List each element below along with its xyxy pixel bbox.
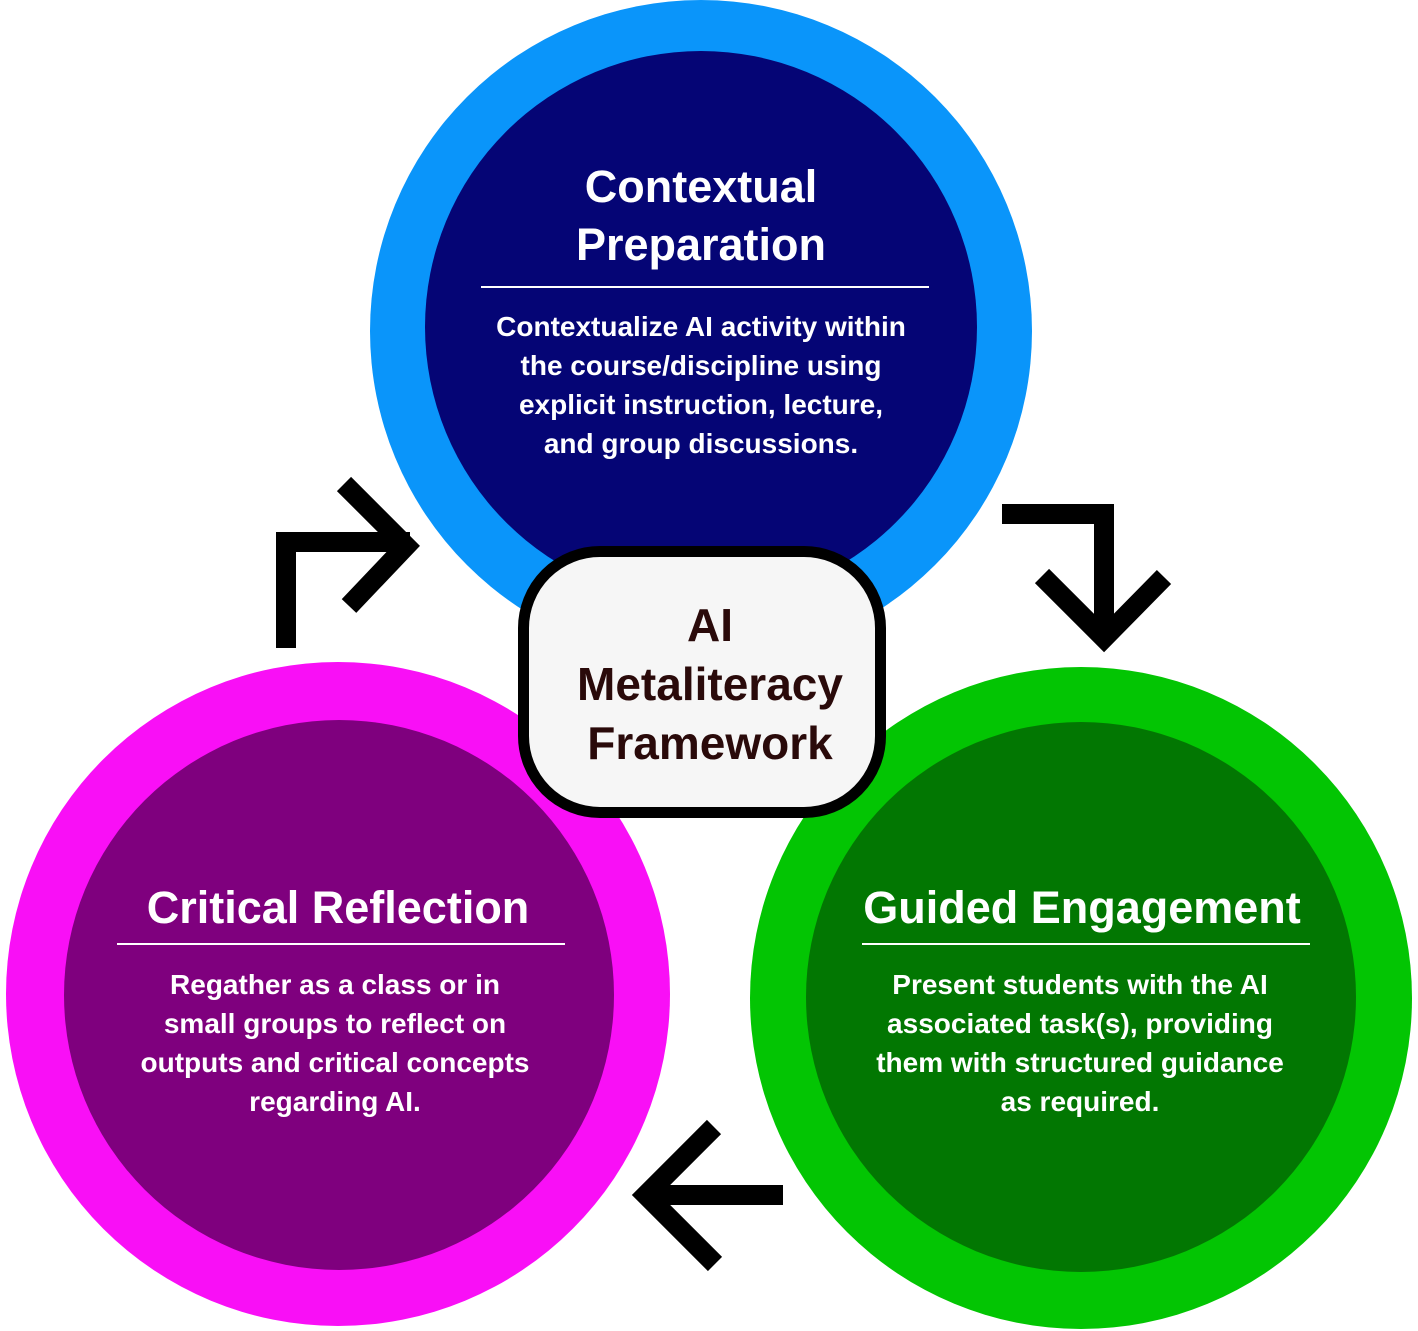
guided-engagement-title: Guided Engagement xyxy=(863,882,1301,933)
engagement-to-reflection-arrow xyxy=(631,1119,783,1272)
reflection-to-preparation-arrow xyxy=(276,476,420,648)
center-title-line-1: AI xyxy=(687,599,733,651)
critical-reflection-desc-line-1: Regather as a class or in xyxy=(170,969,500,1000)
contextual-preparation-desc-line-4: and group discussions. xyxy=(543,428,859,459)
contextual-preparation-inner xyxy=(425,51,977,603)
guided-engagement-description: Present students with the AI associated … xyxy=(810,965,1350,1121)
guided-engagement-desc-line-1: Present students with the AI xyxy=(892,969,1268,1000)
contextual-preparation-description: Contextualize AI activity within the cou… xyxy=(431,307,971,463)
center-title-line-2: Metaliteracy xyxy=(577,658,843,710)
contextual-preparation-title: Contextual Preparation xyxy=(451,158,951,274)
center-framework-title: AI Metaliteracy Framework xyxy=(518,596,902,773)
preparation-to-engagement-arrow xyxy=(1002,504,1172,653)
center-framework-box xyxy=(518,546,886,818)
contextual-preparation-desc-line-1: Contextualize AI activity within xyxy=(496,311,906,342)
guided-engagement-desc-line-3: them with structured guidance xyxy=(876,1047,1284,1078)
guided-engagement-desc-line-2: associated task(s), providing xyxy=(887,1008,1273,1039)
contextual-preparation-divider xyxy=(481,286,929,288)
critical-reflection-desc-line-3: outputs and critical concepts xyxy=(140,1047,530,1078)
contextual-preparation-title-line-2: Preparation xyxy=(575,219,827,270)
critical-reflection-description: Regather as a class or in small groups t… xyxy=(65,965,605,1121)
critical-reflection-desc-line-2: small groups to reflect on xyxy=(163,1008,507,1039)
guided-engagement-divider xyxy=(862,943,1310,945)
critical-reflection-title: Critical Reflection xyxy=(146,882,530,933)
guided-engagement-inner xyxy=(806,722,1356,1272)
center-title-line-3: Framework xyxy=(587,717,833,769)
contextual-preparation-desc-line-2: the course/discipline using xyxy=(520,350,882,381)
critical-reflection-inner xyxy=(64,720,614,1270)
contextual-preparation-title-line-1: Contextual xyxy=(584,161,818,212)
critical-reflection-desc-line-4: regarding AI. xyxy=(249,1086,421,1117)
critical-reflection-divider xyxy=(117,943,565,945)
guided-engagement-desc-line-4: as required. xyxy=(1000,1086,1160,1117)
contextual-preparation-desc-line-3: explicit instruction, lecture, xyxy=(518,389,884,420)
